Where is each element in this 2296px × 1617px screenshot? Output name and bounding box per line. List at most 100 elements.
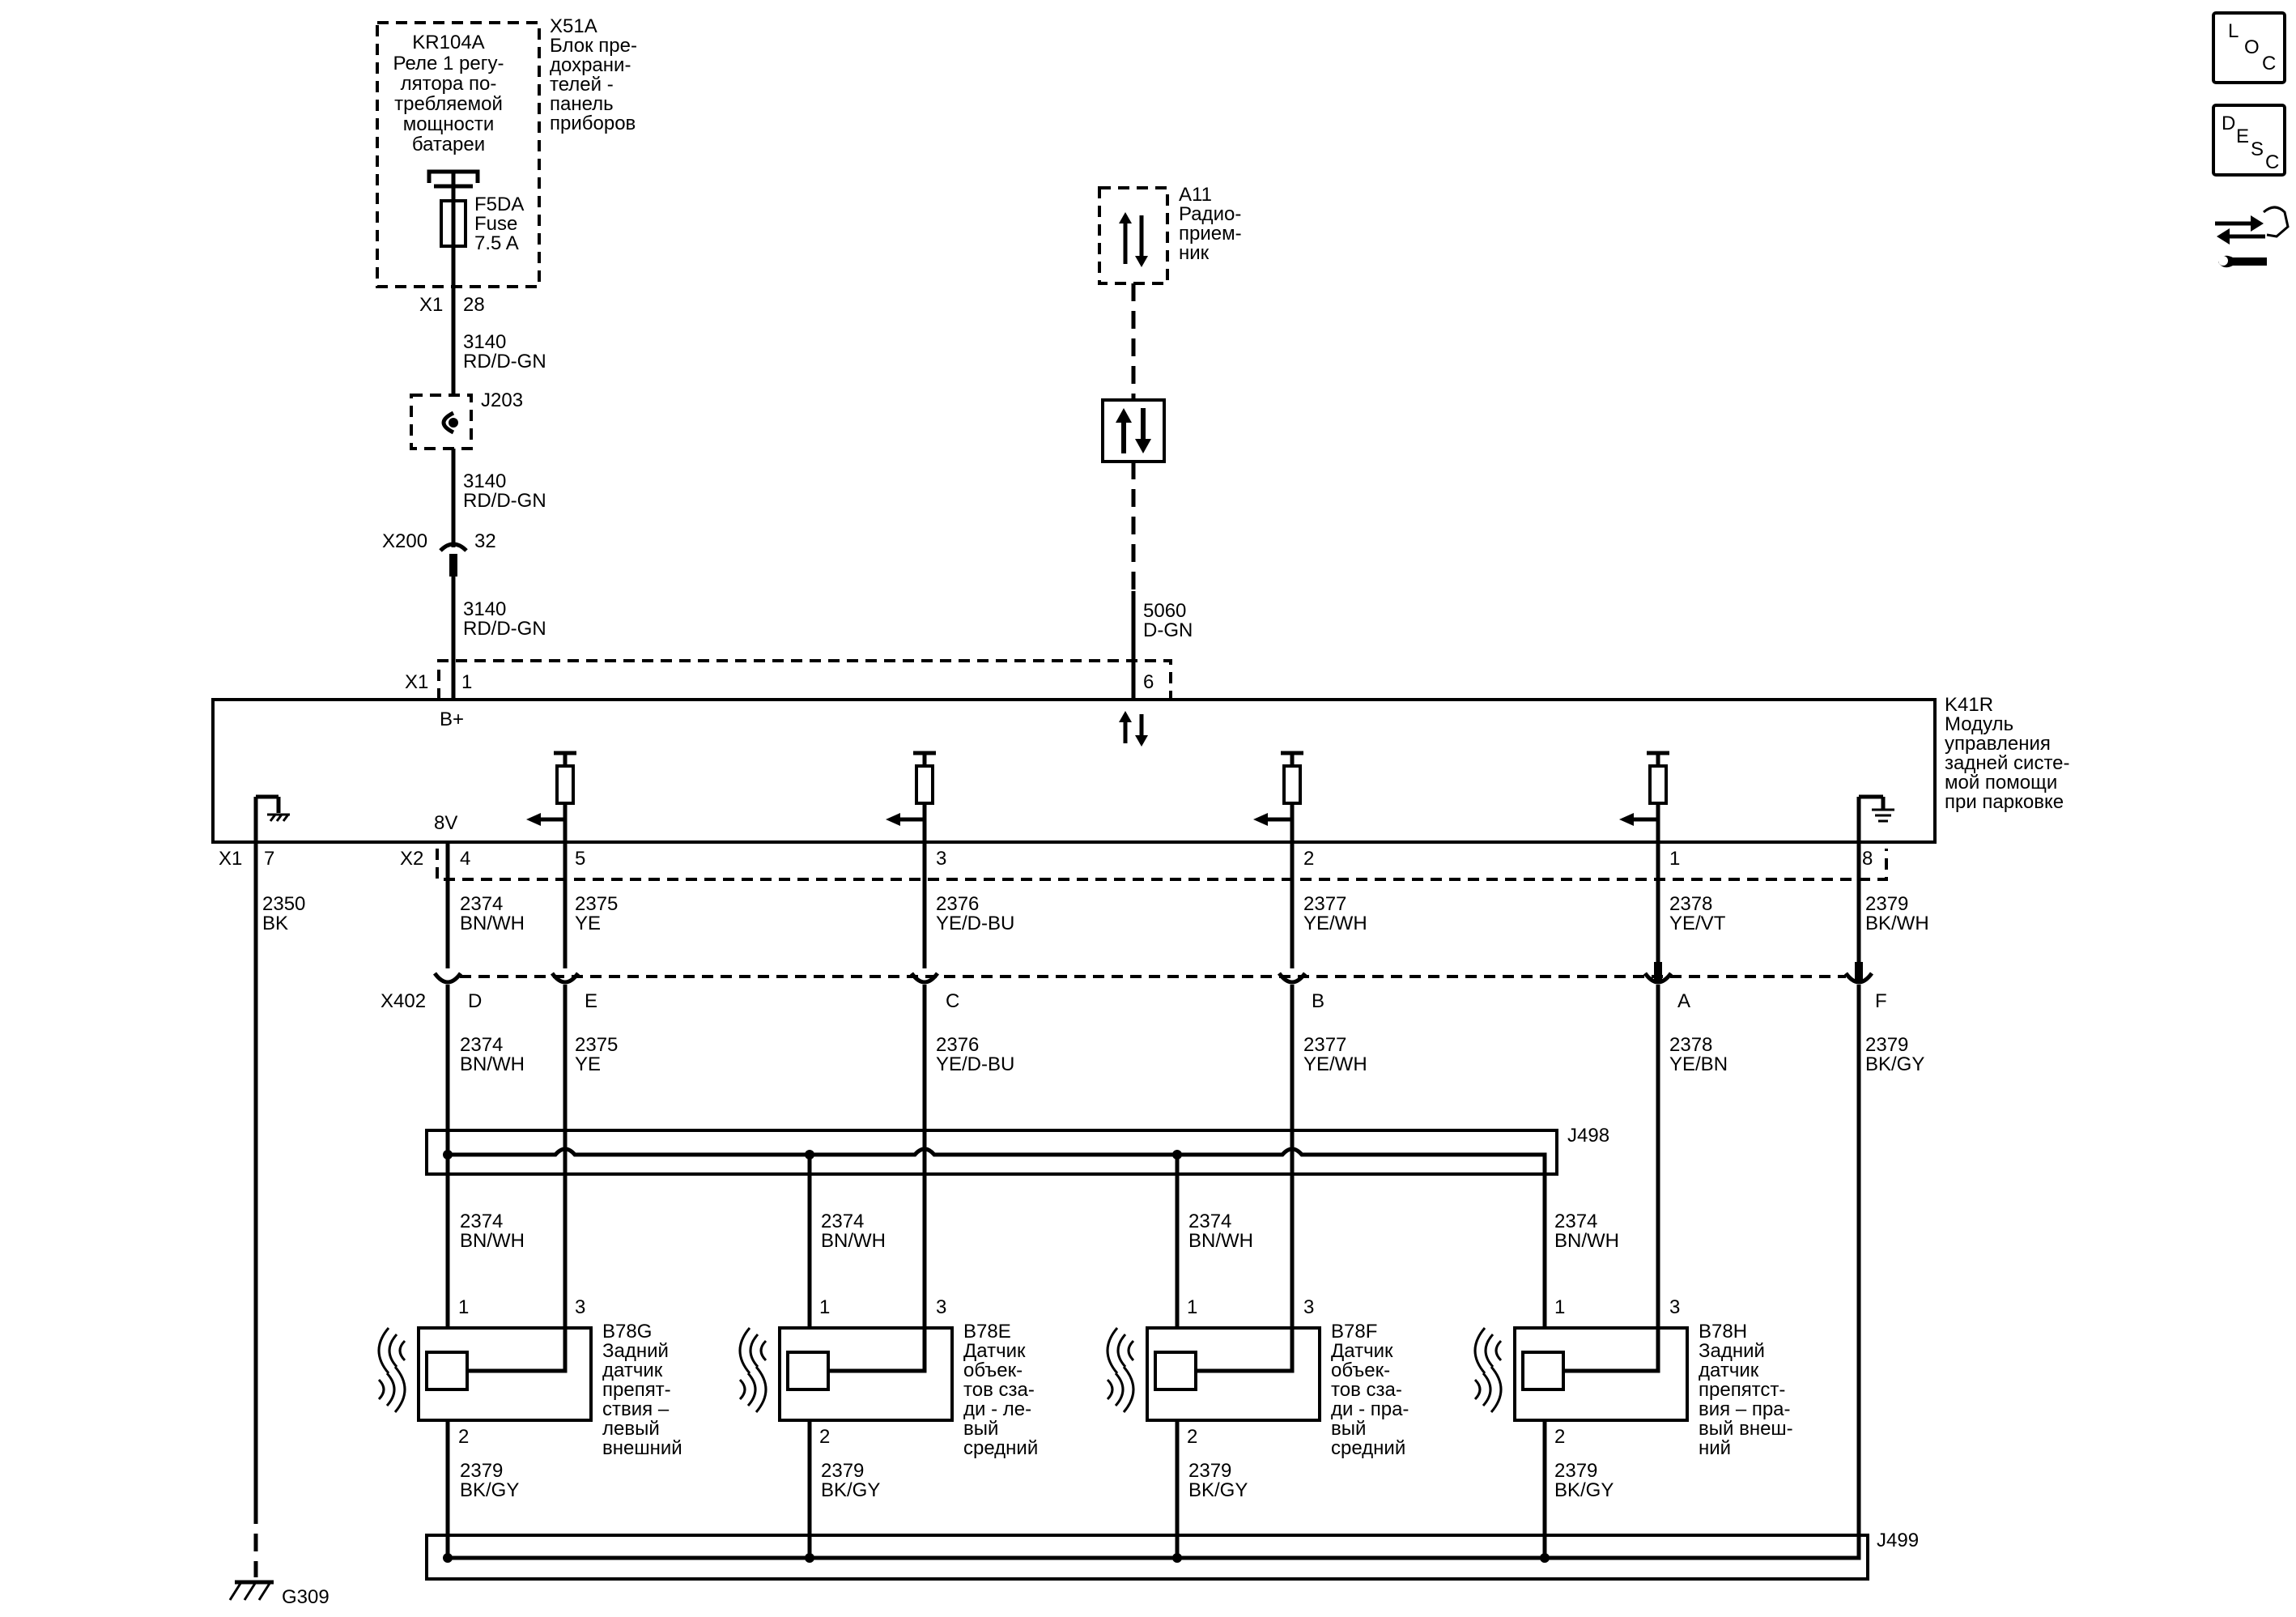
fuse-rating: 7.5 A [474, 232, 519, 254]
b78f-gnd-num: 2379 [1188, 1460, 1231, 1482]
b78h-pin-2: 2 [1554, 1426, 1565, 1448]
desc-c: C [2265, 151, 2279, 173]
x2-pin-3: 3 [936, 848, 946, 870]
splice-j203-dot [449, 418, 458, 428]
relay-desc-2: лятора по- [401, 73, 497, 95]
b78e-gnd-color: BK/GY [821, 1479, 880, 1501]
loc-o: O [2244, 36, 2260, 58]
radio-desc-3: ник [1179, 242, 1210, 264]
fuse-name: F5DA [474, 194, 524, 215]
wire-3140-color-1: RD/D-GN [463, 351, 546, 372]
wire-2374-num-b: 2374 [460, 1034, 503, 1056]
radio-id: A11 [1179, 184, 1212, 206]
b78e-feed-color: BN/WH [821, 1230, 886, 1252]
b78h-desc-2: датчик [1699, 1360, 1759, 1381]
b78g-desc-1: Задний [602, 1340, 669, 1362]
ultrasonic-waves-icon [1106, 1327, 1135, 1413]
relay-desc-1: Реле 1 регу- [393, 53, 504, 74]
x1-pin-7: 7 [264, 848, 274, 870]
wire-3140-color-2: RD/D-GN [463, 490, 546, 512]
radio-desc-2: прием- [1179, 223, 1242, 245]
location-view-button[interactable]: L O C [2212, 11, 2286, 84]
wire-2378-color-b: YE/BN [1669, 1053, 1728, 1075]
fuse-conn-pin: 28 [463, 294, 485, 316]
sensor-b78g: 2374 BN/WH 1 3 2 2379 BK/GY B78G Задний … [377, 1155, 682, 1558]
b78h-desc-1: Задний [1699, 1340, 1765, 1362]
x2-pin-5: 5 [575, 848, 585, 870]
relay-desc-4: мощности [403, 113, 495, 135]
wire-2374-num-a: 2374 [460, 893, 503, 915]
b78e-desc-6: средний [963, 1437, 1038, 1459]
x200-pin-num: 32 [474, 530, 496, 552]
wire-3140-num-3: 3140 [463, 598, 506, 620]
wire-2377-num-a: 2377 [1303, 893, 1346, 915]
wire-2375-color-a: YE [575, 913, 601, 934]
x2-pin-1: 1 [1669, 848, 1680, 870]
b78h-id: B78H [1699, 1321, 1747, 1343]
b78f-desc-6: средний [1331, 1437, 1405, 1459]
b78e-id: B78E [963, 1321, 1011, 1343]
b78g-desc-2: датчик [602, 1360, 663, 1381]
v8-label: 8V [434, 812, 457, 834]
wire-2376-color-b: YE/D-BU [936, 1053, 1014, 1075]
module-desc-1: Модуль [1945, 713, 2013, 735]
ultrasonic-waves-icon [738, 1327, 767, 1413]
b78h-desc-5: вый внеш- [1699, 1418, 1793, 1440]
relay-desc-3: требляемой [394, 93, 503, 115]
b78e-pin-1: 1 [819, 1296, 830, 1318]
x200-pin [449, 554, 457, 577]
b78f-pin-2: 2 [1187, 1426, 1197, 1448]
signal-ground-icon [1856, 794, 1894, 842]
b78g-desc-4: ствия – [602, 1398, 670, 1420]
desc-d: D [2222, 113, 2235, 134]
wire-2375-num-b: 2375 [575, 1034, 618, 1056]
b78f-id: B78F [1331, 1321, 1377, 1343]
x402-pin-b: B [1312, 990, 1324, 1012]
b78e-desc-2: объек- [963, 1360, 1023, 1381]
b78g-gnd-color: BK/GY [460, 1479, 519, 1501]
b78f-feed-num: 2374 [1188, 1211, 1231, 1232]
b78g-pin-1: 1 [458, 1296, 469, 1318]
wire-2377-color-b: YE/WH [1303, 1053, 1367, 1075]
splice-pack-j499: J499 [425, 1530, 1919, 1581]
b78e-pin-2: 2 [819, 1426, 830, 1448]
x1-pin-1: 1 [461, 671, 472, 693]
wire-2375-num-a: 2375 [575, 893, 618, 915]
connector-tool-icon[interactable] [2215, 206, 2290, 268]
wire-2350-color: BK [262, 913, 288, 934]
x2-pin-2: 2 [1303, 848, 1314, 870]
block-id: X51A [550, 15, 597, 37]
wire-5060-num: 5060 [1143, 600, 1186, 622]
wire-2376-num-a: 2376 [936, 893, 979, 915]
b78g-gnd-num: 2379 [460, 1460, 503, 1482]
block-desc-3: телей - [550, 74, 614, 96]
x200-label: X200 [382, 530, 427, 552]
wire-2376-num-b: 2376 [936, 1034, 979, 1056]
b78f-feed-color: BN/WH [1188, 1230, 1253, 1252]
b78g-feed-color: BN/WH [460, 1230, 525, 1252]
ground-g309-icon [228, 1580, 274, 1601]
x402-pin-c: C [946, 990, 959, 1012]
loc-l: L [2228, 20, 2239, 42]
ground-wire-2350: 2350 BK G309 [228, 842, 330, 1608]
wire-2379-num-b: 2379 [1865, 1034, 1908, 1056]
wire-2378-color-a: YE/VT [1669, 913, 1726, 934]
fuse-conn-label: X1 [419, 294, 443, 316]
b78e-desc-4: ди - ле- [963, 1398, 1031, 1420]
data-arrows-icon [1119, 212, 1148, 267]
sensor-b78e: 2374 BN/WH 1 3 2 2379 BK/GY B78E Датчик … [738, 1155, 1038, 1558]
wire-2377-num-b: 2377 [1303, 1034, 1346, 1056]
b78f-desc-5: вый [1331, 1418, 1366, 1440]
b78h-gnd-color: BK/GY [1554, 1479, 1614, 1501]
b78h-gnd-num: 2379 [1554, 1460, 1597, 1482]
x1-pin-6: 6 [1143, 671, 1154, 693]
x402-wires: 2374 BN/WH 2375 YE 2376 YE/D-BU 2377 YE/… [445, 996, 1924, 1545]
description-view-button[interactable]: D E S C [2212, 104, 2286, 177]
b78e-pin-3: 3 [936, 1296, 946, 1318]
b78g-desc-5: левый [602, 1418, 660, 1440]
wire-2378-num-a: 2378 [1669, 893, 1712, 915]
x402-pin-f: F [1875, 990, 1887, 1012]
wire-2378-num-b: 2378 [1669, 1034, 1712, 1056]
module-data-arrows-icon [1119, 711, 1148, 747]
b78e-desc-1: Датчик [963, 1340, 1026, 1362]
